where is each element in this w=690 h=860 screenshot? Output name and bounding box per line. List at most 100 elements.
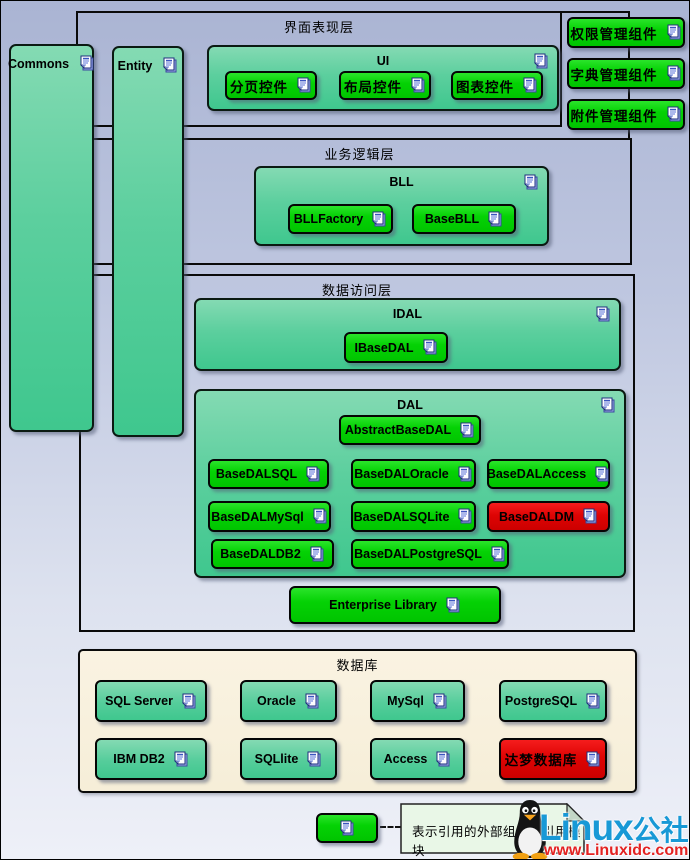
button-dictionary-management[interactable]: 字典管理组件 xyxy=(567,58,685,89)
document-icon xyxy=(522,77,538,94)
linuxidc-brand: Linux公社 xyxy=(539,807,689,849)
node-commons[interactable]: Commons xyxy=(7,44,95,432)
button-bllfactory[interactable]: BLLFactory xyxy=(288,204,393,234)
basedalmysql-label: BaseDALMySql xyxy=(211,509,304,524)
document-icon xyxy=(422,339,438,356)
basedalpostgresql-label: BaseDALPostgreSQL xyxy=(354,547,482,561)
sqllite-label: SQLlite xyxy=(254,752,299,766)
attachment-management-label: 附件管理组件 xyxy=(570,108,658,124)
document-icon xyxy=(435,751,451,768)
button-dameng-database[interactable]: 达梦数据库 xyxy=(499,738,607,780)
layout-control-label: 布局控件 xyxy=(344,79,402,95)
document-icon xyxy=(594,466,610,483)
layer-database-label: 数据库 xyxy=(336,658,379,673)
postgresql-label: PostgreSQL xyxy=(504,694,578,708)
document-icon xyxy=(487,211,503,228)
basedalsqlite-label: BaseDALSQLite xyxy=(353,509,450,524)
linuxidc-url[interactable]: www.Linuxidc.com xyxy=(544,842,689,859)
button-basedalsql[interactable]: BaseDALSQL xyxy=(208,459,329,489)
connector-stub-1 xyxy=(628,11,630,18)
button-basedalsqlite[interactable]: BaseDALSQLite xyxy=(351,501,476,532)
button-chart-control[interactable]: 图表控件 xyxy=(451,71,543,100)
document-icon xyxy=(666,65,682,82)
button-basedalmysql[interactable]: BaseDALMySql xyxy=(208,501,331,532)
basedaldm-label: BaseDALDM xyxy=(498,509,574,524)
button-mysql[interactable]: MySql xyxy=(370,680,465,722)
document-icon xyxy=(457,508,473,525)
button-basedaloracle[interactable]: BaseDALOracle xyxy=(351,459,476,489)
button-oracle[interactable]: Oracle xyxy=(240,680,337,722)
button-ibmdb2[interactable]: IBM DB2 xyxy=(95,738,207,780)
basedaloracle-label: BaseDALOracle xyxy=(354,467,449,481)
document-icon xyxy=(595,306,611,323)
oracle-label: Oracle xyxy=(257,694,296,708)
button-sqlserver[interactable]: SQL Server xyxy=(95,680,207,722)
button-postgresql[interactable]: PostgreSQL xyxy=(499,680,607,722)
note-fold xyxy=(566,803,585,822)
dal-title: DAL xyxy=(397,398,423,412)
tux-penguin-icon xyxy=(505,799,555,859)
document-icon xyxy=(582,508,598,525)
bll-title: BLL xyxy=(389,175,414,189)
paging-control-label: 分页控件 xyxy=(230,79,288,95)
brand-suffix-text: 公社 xyxy=(632,815,689,846)
connector-top xyxy=(562,11,630,13)
button-enterprise-library[interactable]: Enterprise Library xyxy=(289,586,501,624)
button-ibasedal[interactable]: IBaseDAL xyxy=(344,332,448,363)
basedaldb2-label: BaseDALDB2 xyxy=(220,547,301,561)
document-icon xyxy=(459,422,475,439)
document-icon xyxy=(600,397,616,414)
document-icon xyxy=(457,466,473,483)
document-icon xyxy=(585,751,601,768)
button-attachment-management[interactable]: 附件管理组件 xyxy=(567,99,685,130)
legend-sample-box xyxy=(316,813,378,843)
document-icon xyxy=(309,546,325,563)
connector-stub-4 xyxy=(628,130,630,139)
button-basebll[interactable]: BaseBLL xyxy=(412,204,516,234)
document-icon xyxy=(306,751,322,768)
node-entity[interactable]: Entity xyxy=(112,46,184,437)
basebll-label: BaseBLL xyxy=(424,212,480,226)
document-icon xyxy=(410,77,426,94)
document-icon xyxy=(666,24,682,41)
button-basedalpostgresql[interactable]: BaseDALPostgreSQL xyxy=(351,539,509,569)
button-paging-control[interactable]: 分页控件 xyxy=(225,71,317,100)
document-icon xyxy=(79,55,95,72)
button-permission-management[interactable]: 权限管理组件 xyxy=(567,17,685,48)
document-icon xyxy=(173,751,189,768)
enterprise-library-label: Enterprise Library xyxy=(329,598,437,612)
ui-title: UI xyxy=(376,54,390,68)
layer-data-access: 数据访问层 xyxy=(79,274,635,632)
document-icon xyxy=(490,546,506,563)
button-basedaldb2[interactable]: BaseDALDB2 xyxy=(211,539,334,569)
document-icon xyxy=(181,693,197,710)
button-abstractbasedal[interactable]: AbstractBaseDAL xyxy=(339,415,481,445)
legend-dashed-line xyxy=(380,826,401,828)
document-icon xyxy=(371,211,387,228)
dictionary-management-label: 字典管理组件 xyxy=(570,67,658,83)
document-icon xyxy=(523,174,539,191)
button-layout-control[interactable]: 布局控件 xyxy=(339,71,431,100)
document-icon xyxy=(312,508,328,525)
idal-title: IDAL xyxy=(392,307,423,321)
document-icon xyxy=(432,693,448,710)
connector-stub-3 xyxy=(628,89,630,100)
commons-label: Commons xyxy=(7,56,70,71)
document-icon xyxy=(296,77,312,94)
layer-presentation-label: 界面表现层 xyxy=(283,20,354,35)
document-icon xyxy=(533,53,549,70)
brand-text: Linux xyxy=(539,807,634,848)
document-icon xyxy=(339,820,355,837)
button-access[interactable]: Access xyxy=(370,738,465,780)
chart-control-label: 图表控件 xyxy=(456,79,514,95)
abstractbasedal-label: AbstractBaseDAL xyxy=(344,423,452,437)
document-icon xyxy=(305,466,321,483)
button-basedaldm[interactable]: BaseDALDM xyxy=(487,501,610,532)
dameng-database-label: 达梦数据库 xyxy=(504,753,578,768)
layer-data-access-label: 数据访问层 xyxy=(321,283,392,298)
permission-management-label: 权限管理组件 xyxy=(570,26,658,42)
mysql-label: MySql xyxy=(387,694,424,708)
button-basedalaccess[interactable]: BaseDALAccess xyxy=(487,459,610,489)
button-sqllite[interactable]: SQLlite xyxy=(240,738,337,780)
